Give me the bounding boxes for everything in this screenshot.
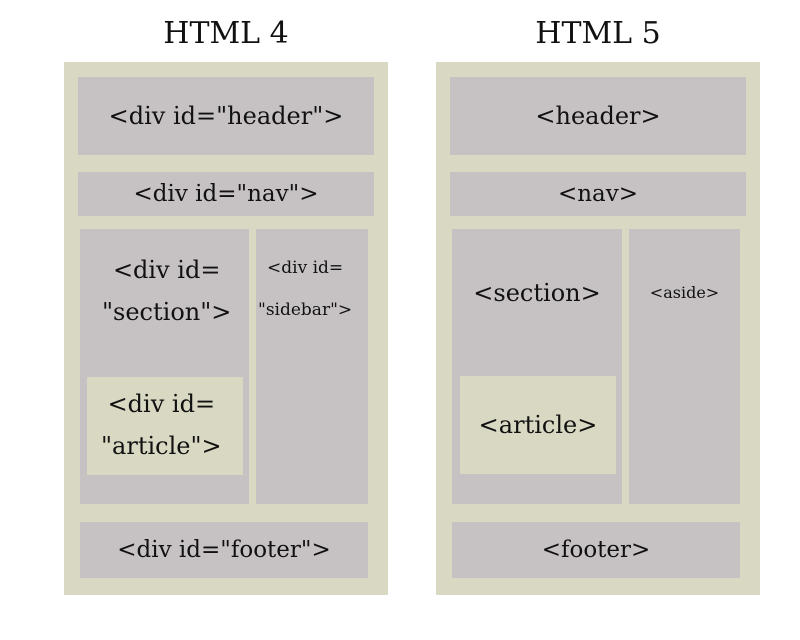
html4-article-block: <div id= "article">: [87, 377, 243, 475]
html5-section-block: <section> <article>: [452, 229, 622, 504]
html4-section-label-line1: <div id=: [112, 256, 221, 284]
html4-article-label-line1: <div id=: [107, 390, 216, 418]
html5-section-label-wrap: <section>: [452, 279, 622, 307]
html4-section-label-line2: "section">: [102, 298, 232, 326]
html4-article-label: <div id= "article">: [101, 383, 222, 467]
html5-nav-label: <nav>: [557, 181, 639, 207]
html5-footer-label: <footer>: [541, 537, 651, 563]
html5-nav-block: <nav>: [450, 172, 746, 216]
html4-nav-block: <div id="nav">: [78, 172, 374, 216]
html5-header-label: <header>: [535, 102, 661, 130]
html5-layout-panel: <header> <nav> <section> <article> <asid…: [436, 62, 760, 595]
html4-header-label: <div id="header">: [108, 102, 344, 130]
html5-aside-label-wrap: <aside>: [629, 283, 740, 302]
html5-aside-label: <aside>: [649, 283, 720, 302]
html4-layout-panel: <div id="header"> <div id="nav"> <div id…: [64, 62, 388, 595]
html4-sidebar-block: <div id= "sidebar">: [256, 229, 368, 504]
html5-article-block: <article>: [460, 376, 616, 474]
html4-header-block: <div id="header">: [78, 77, 374, 155]
html4-title: HTML 4: [64, 14, 388, 54]
html4-section-block: <div id= "section"> <div id= "article">: [80, 229, 249, 504]
html5-footer-block: <footer>: [452, 522, 740, 578]
html5-section-label: <section>: [473, 279, 601, 307]
html4-sidebar-label-line1: <div id=: [267, 258, 344, 278]
html5-article-label: <article>: [478, 411, 598, 439]
html4-footer-block: <div id="footer">: [80, 522, 368, 578]
html5-header-block: <header>: [450, 77, 746, 155]
html5-title: HTML 5: [436, 14, 760, 54]
html4-sidebar-label: <div id= "sidebar">: [258, 247, 352, 331]
html5-title-text: HTML 5: [535, 16, 661, 51]
html5-aside-block: <aside>: [629, 229, 740, 504]
html4-footer-label: <div id="footer">: [117, 537, 331, 563]
html4-title-text: HTML 4: [163, 16, 289, 51]
html4-nav-label: <div id="nav">: [133, 181, 319, 207]
html4-sidebar-label-line2: "sidebar">: [258, 300, 353, 320]
html4-section-label: <div id= "section">: [102, 249, 231, 333]
html4-article-label-line2: "article">: [101, 432, 222, 460]
